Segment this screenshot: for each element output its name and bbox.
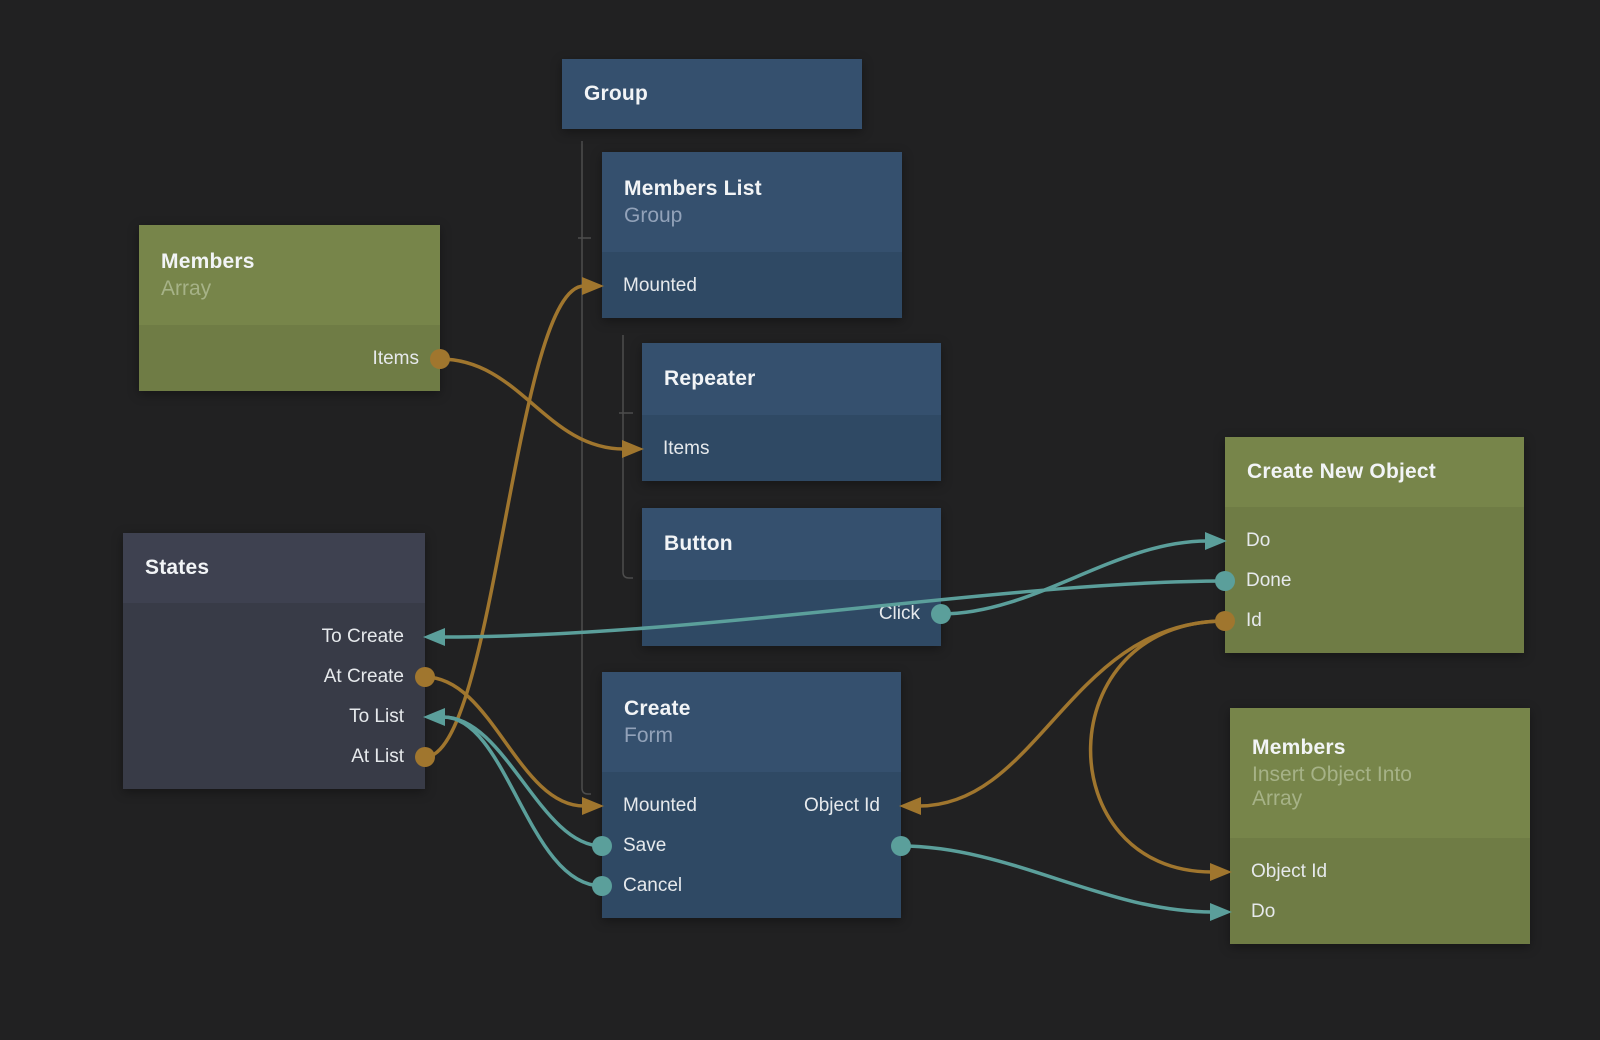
port-cno-do: Do [1246,530,1271,551]
node-repeater[interactable]: Repeater Items [642,343,941,481]
node-button-title: Button [664,532,733,555]
node-members-array[interactable]: Members Array Items [139,225,440,391]
port-create-save: Save [623,835,667,856]
node-create-form[interactable]: Create Form Mounted Object Id Save Cance… [602,672,901,918]
port-states-at-list: At List [351,746,404,767]
connector-create-save-output-left[interactable] [592,836,612,856]
connector-create-save-output-right[interactable] [891,836,911,856]
node-create-form-title: Create [624,696,691,720]
port-states-at-create: At Create [323,666,404,687]
connector-mi-do-input-arrow[interactable] [1210,903,1232,921]
connector-cno-done-output[interactable] [1215,571,1235,591]
port-mi-do: Do [1251,901,1276,922]
node-group[interactable]: Group [562,59,862,129]
connector-cno-id-output[interactable] [1215,611,1235,631]
port-members-array-items: Items [372,348,419,369]
port-states-to-list: To List [349,706,404,727]
node-create-new-object[interactable]: Create New Object Do Done Id [1225,437,1524,653]
port-cno-done: Done [1246,570,1292,591]
connector-members-list-mounted-input-arrow[interactable] [582,277,604,295]
node-members-list-subtitle: Group [624,203,683,227]
connector-create-cancel-output-left[interactable] [592,876,612,896]
wire-save-to-members-insert-do[interactable] [900,844,1213,914]
port-button-click: Click [878,603,920,624]
port-cno-id: Id [1246,610,1262,631]
wire-cancel-to-states-to-list[interactable] [442,715,603,888]
node-states[interactable]: States To Create At Create To List At Li… [123,533,425,789]
port-create-object-id: Object Id [803,795,880,816]
wire-done-to-states-to-create[interactable] [442,579,1226,639]
port-states-to-create: To Create [321,626,404,647]
node-members-array-title: Members [161,249,255,273]
node-create-new-object-title: Create New Object [1247,460,1436,483]
connector-states-to-create-input-arrow[interactable] [423,628,445,646]
node-repeater-title: Repeater [664,367,756,390]
port-mi-object-id: Object Id [1251,861,1328,882]
wire-id-to-members-insert-object-id[interactable] [1088,619,1226,874]
connector-states-to-list-input-arrow[interactable] [423,708,445,726]
port-members-list-mounted: Mounted [623,275,697,296]
port-create-mounted: Mounted [623,795,697,816]
connector-states-at-create-output[interactable] [415,667,435,687]
connector-repeater-items-input-arrow[interactable] [622,440,644,458]
wire-at-list-to-members-list-mounted[interactable] [424,284,585,759]
node-members-list[interactable]: Members List Group Mounted [602,152,902,318]
node-members-array-subtitle: Array [161,276,212,300]
node-members-insert[interactable]: Members Insert Object Into Array Object … [1230,708,1530,944]
connector-create-object-id-input-arrow[interactable] [899,797,921,815]
node-group-title: Group [584,82,648,105]
connector-members-array-items-output[interactable] [430,349,450,369]
port-create-cancel: Cancel [623,875,683,896]
hierarchy-line-members-list-children [622,335,633,579]
node-states-title: States [145,556,210,579]
node-create-form-subtitle: Form [624,723,673,747]
connector-create-mounted-input-arrow[interactable] [582,797,604,815]
node-members-insert-title: Members [1252,735,1346,759]
connector-states-at-list-output[interactable] [415,747,435,767]
wire-click-to-cno-do[interactable] [940,539,1208,616]
wire-members-items-to-repeater-items[interactable] [439,357,625,451]
port-repeater-items: Items [663,438,710,459]
connector-cno-do-input-arrow[interactable] [1205,532,1227,550]
node-members-insert-subtitle: Insert Object Into Array [1252,762,1412,810]
node-button[interactable]: Button Click [642,508,941,646]
node-members-list-title: Members List [624,176,762,200]
connector-mi-object-id-input-arrow[interactable] [1210,863,1232,881]
wire-at-create-to-create-mounted[interactable] [424,675,585,808]
hierarchy-line-group-children [581,141,591,795]
connector-button-click-output[interactable] [931,604,951,624]
